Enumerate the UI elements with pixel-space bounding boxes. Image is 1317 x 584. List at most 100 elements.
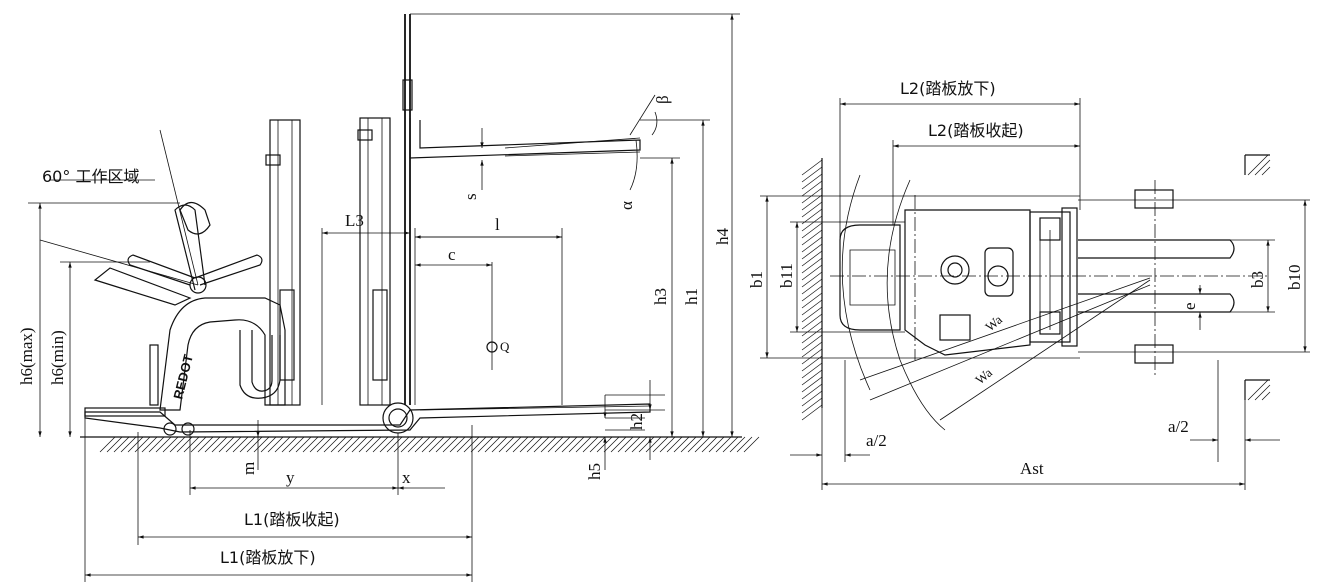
ground-hatch-line: [491, 436, 508, 453]
ground-hatch-line: [337, 436, 354, 453]
ground-hatch-line: [428, 436, 445, 453]
wall-hatch-line: [801, 187, 823, 204]
ground-hatch-line: [505, 436, 522, 453]
side-dimensions: [28, 13, 740, 582]
wall-hatch-line: [801, 390, 823, 407]
chassis: [84, 402, 651, 436]
ground-hatch-line: [694, 436, 711, 453]
ground-hatch-line: [386, 436, 403, 453]
wall-hatch-line: [801, 222, 823, 239]
ground-hatch-line: [736, 436, 753, 453]
top-view: L2(踏板放下) L2(踏板收起) b1 b11 b3 b10 e Wa Wa …: [747, 79, 1310, 490]
wall-hatch-line: [801, 327, 823, 344]
angle-beta: β: [653, 95, 672, 104]
ground-hatch-line: [680, 436, 697, 453]
turning-arcs: [841, 174, 1151, 431]
ground-hatch-line: [652, 436, 669, 453]
ground-hatch-line: [575, 436, 592, 453]
wall-hatch-line: [801, 376, 823, 393]
dim-a2-left: a/2: [866, 431, 887, 450]
ground-hatch-line: [99, 436, 116, 453]
wall-hatch-line: [801, 369, 823, 386]
ground-hatch-line: [127, 436, 144, 453]
ground-hatch-line: [589, 436, 606, 453]
ground-hatch-line: [379, 436, 396, 453]
dim-m: m: [239, 462, 258, 475]
dim-h3: h3: [651, 288, 670, 305]
ground-hatch-line: [246, 436, 263, 453]
wall-hatch-line: [801, 299, 823, 316]
ground-hatch-line: [673, 436, 690, 453]
ground-hatch-line: [302, 436, 319, 453]
wall-hatch-line: [801, 397, 823, 414]
wall-hatch-line: [801, 313, 823, 330]
wall-marks-right: [1244, 154, 1271, 401]
dim-b1: b1: [747, 271, 766, 288]
ground-hatch-line: [484, 436, 501, 453]
top-dimensions: [760, 98, 1310, 490]
wall-hatch-line: [801, 285, 823, 302]
ground-hatch-line: [421, 436, 438, 453]
wall-hatch-line: [801, 180, 823, 197]
wall-hatch-line: [801, 194, 823, 211]
ground-hatch-line: [148, 436, 165, 453]
ground-hatch-line: [295, 436, 312, 453]
wall-hatch-line: [801, 383, 823, 400]
ground-hatch-line: [435, 436, 452, 453]
ground-hatch-line: [743, 436, 760, 453]
ground-hatch-line: [519, 436, 536, 453]
dim-b11: b11: [777, 263, 796, 288]
dim-a2-right: a/2: [1168, 417, 1189, 436]
wall-hatch-line: [801, 208, 823, 225]
ground-hatch-line: [638, 436, 655, 453]
ground-hatch-line: [288, 436, 305, 453]
load-center-Q: Q: [500, 339, 510, 354]
ground-hatch-line: [568, 436, 585, 453]
ground-hatch-line: [687, 436, 704, 453]
angle-alpha: α: [617, 201, 636, 210]
dim-b10: b10: [1285, 265, 1304, 291]
wall-hatch-line: [801, 341, 823, 358]
ground-hatch-line: [267, 436, 284, 453]
wall-hatch-line: [801, 250, 823, 267]
ground-hatch-line: [351, 436, 368, 453]
ground-hatch-line: [624, 436, 641, 453]
ground-hatch-line: [211, 436, 228, 453]
ground-hatch-line: [400, 436, 417, 453]
wall-hatch-line: [801, 355, 823, 372]
dim-y: y: [286, 468, 295, 487]
dim-c: c: [448, 245, 456, 264]
dim-Ast: Ast: [1020, 459, 1044, 478]
brand-logo: REDOT: [170, 353, 196, 401]
ground-hatch-line: [134, 436, 151, 453]
wall-hatch-line: [801, 159, 823, 176]
wall-hatch-line: [801, 348, 823, 365]
wall-hatch-line: [801, 264, 823, 281]
ground-hatch-line: [449, 436, 466, 453]
dim-h1: h1: [682, 288, 701, 305]
ground-hatch-line: [666, 436, 683, 453]
ground-hatch-line: [232, 436, 249, 453]
dim-h6-min: h6(min): [48, 330, 67, 385]
ground-hatch-line: [603, 436, 620, 453]
ground-hatch-line: [281, 436, 298, 453]
ground-hatch-line: [708, 436, 725, 453]
ground-hatch-line: [463, 436, 480, 453]
ground-hatch-line: [120, 436, 137, 453]
dim-L1-pedal-up: L1(踏板收起): [244, 510, 340, 529]
ground-hatch-line: [477, 436, 494, 453]
dim-l: l: [495, 215, 500, 234]
dim-L3: L3: [345, 211, 364, 230]
dim-L1-pedal-down: L1(踏板放下): [220, 548, 316, 567]
ground-hatch-line: [470, 436, 487, 453]
tiller-arm: [127, 201, 263, 294]
mast: [265, 14, 413, 406]
wall-hatch-line: [801, 271, 823, 288]
truck-body-top: [839, 207, 1078, 356]
ground-hatch-line: [701, 436, 718, 453]
work-zone-lines: [39, 129, 199, 286]
ground-hatch-line: [344, 436, 361, 453]
wall-hatch-line: [801, 166, 823, 183]
ground-hatch-line: [169, 436, 186, 453]
